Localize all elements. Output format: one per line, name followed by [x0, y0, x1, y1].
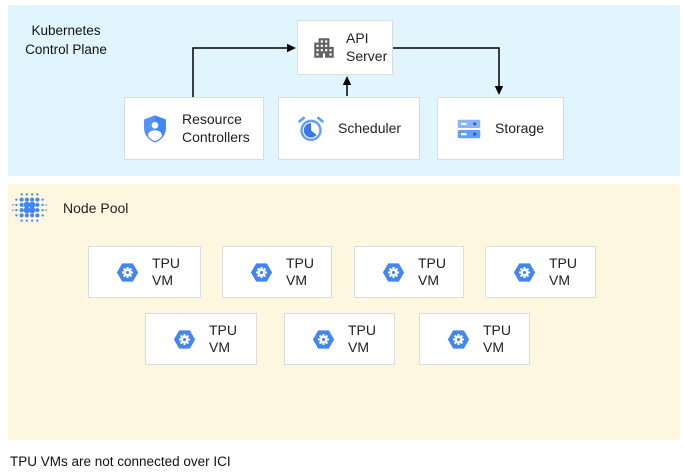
control-plane-title: Kubernetes Control Plane: [25, 23, 107, 58]
node-pool-panel: [8, 184, 680, 440]
tpu-vm-node: TPU VM: [222, 246, 332, 298]
resource-controllers-node: Resource Controllers: [124, 97, 264, 160]
tpu-vm-node: TPU VM: [284, 313, 395, 365]
storage-label: Storage: [495, 119, 545, 136]
alarm-clock-icon: [297, 115, 325, 141]
tpu-hexagon-icon: [513, 262, 536, 282]
tpu-hexagon-icon: [312, 329, 335, 349]
tpu-vm-node: TPU VM: [145, 313, 257, 365]
tpu-vm-label: TPU VM: [483, 321, 511, 356]
tpu-vm-label: TPU VM: [209, 321, 237, 356]
node-pool-header: Node Pool: [12, 190, 128, 225]
api-server-node: API Server: [297, 20, 393, 75]
tpu-vm-node: TPU VM: [88, 246, 201, 298]
tpu-vm-label: TPU VM: [418, 254, 446, 289]
tpu-hexagon-icon: [116, 262, 139, 282]
tpu-vm-node: TPU VM: [485, 246, 596, 298]
tpu-vm-label: TPU VM: [152, 254, 180, 289]
resource-controllers-label: Resource Controllers: [182, 111, 250, 145]
tpu-vm-node: TPU VM: [419, 313, 530, 365]
node-pool-label: Node Pool: [63, 199, 129, 216]
dot-cluster-icon: [12, 193, 47, 222]
tpu-hexagon-icon: [173, 329, 196, 349]
storage-node: Storage: [437, 97, 564, 160]
scheduler-label: Scheduler: [338, 119, 402, 136]
api-server-label: API Server: [346, 30, 388, 64]
tpu-hexagon-icon: [447, 329, 470, 349]
scheduler-node: Scheduler: [278, 97, 420, 160]
shield-user-icon: [144, 114, 166, 142]
building-icon: [314, 37, 334, 58]
disks-icon: [457, 119, 481, 138]
diagram-caption: TPU VMs are not connected over ICI: [10, 454, 231, 469]
tpu-vm-label: TPU VM: [348, 321, 376, 356]
tpu-vm-node: TPU VM: [354, 246, 464, 298]
tpu-vm-label: TPU VM: [286, 254, 314, 289]
tpu-hexagon-icon: [382, 262, 405, 282]
tpu-hexagon-icon: [250, 262, 273, 282]
tpu-vm-label: TPU VM: [549, 254, 577, 289]
